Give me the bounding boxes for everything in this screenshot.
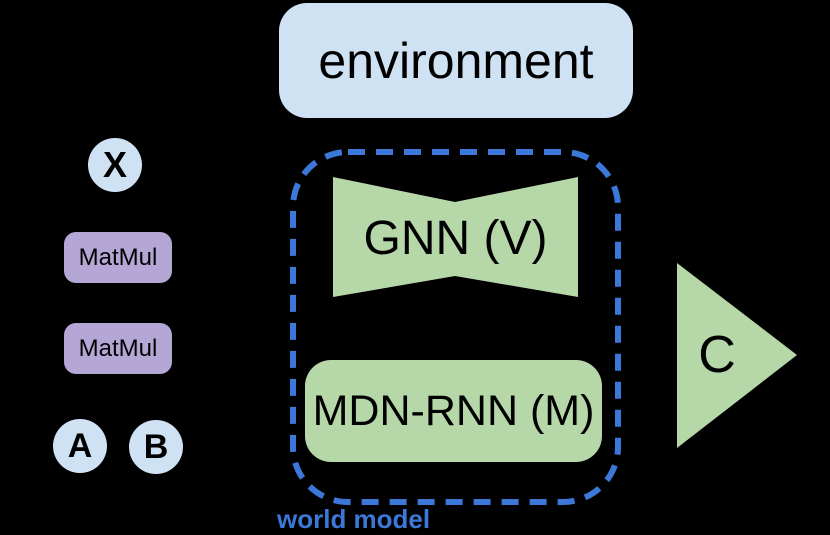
gnn-vision-label: GNN (V) [363, 212, 548, 265]
x-node-label: X [102, 144, 127, 185]
a-node-label: A [67, 427, 93, 465]
matmul-box-2: MatMul [64, 323, 172, 374]
a-node: A [53, 419, 107, 473]
matmul-box-1: MatMul [64, 232, 172, 283]
b-node: B [129, 420, 183, 474]
controller-label: C [698, 326, 736, 384]
matmul-1-label: MatMul [78, 243, 158, 271]
mdn-rnn-box: MDN-RNN (M) [305, 360, 602, 462]
gnn-bowtie-shape [333, 177, 578, 297]
controller-label-container: C [677, 327, 757, 383]
b-node-label: B [143, 428, 169, 466]
gnn-vision-label-container: GNN (V) [333, 214, 578, 264]
world-model-boundary [290, 149, 621, 505]
world-model-caption: world model [277, 506, 430, 532]
mdn-rnn-label: MDN-RNN (M) [312, 386, 595, 435]
x-node: X [88, 138, 142, 192]
matmul-2-label: MatMul [78, 334, 158, 362]
environment-box: environment [279, 3, 633, 118]
controller-triangle-shape [677, 263, 797, 448]
world-model-caption-text: world model [277, 504, 431, 534]
environment-label: environment [318, 32, 594, 89]
